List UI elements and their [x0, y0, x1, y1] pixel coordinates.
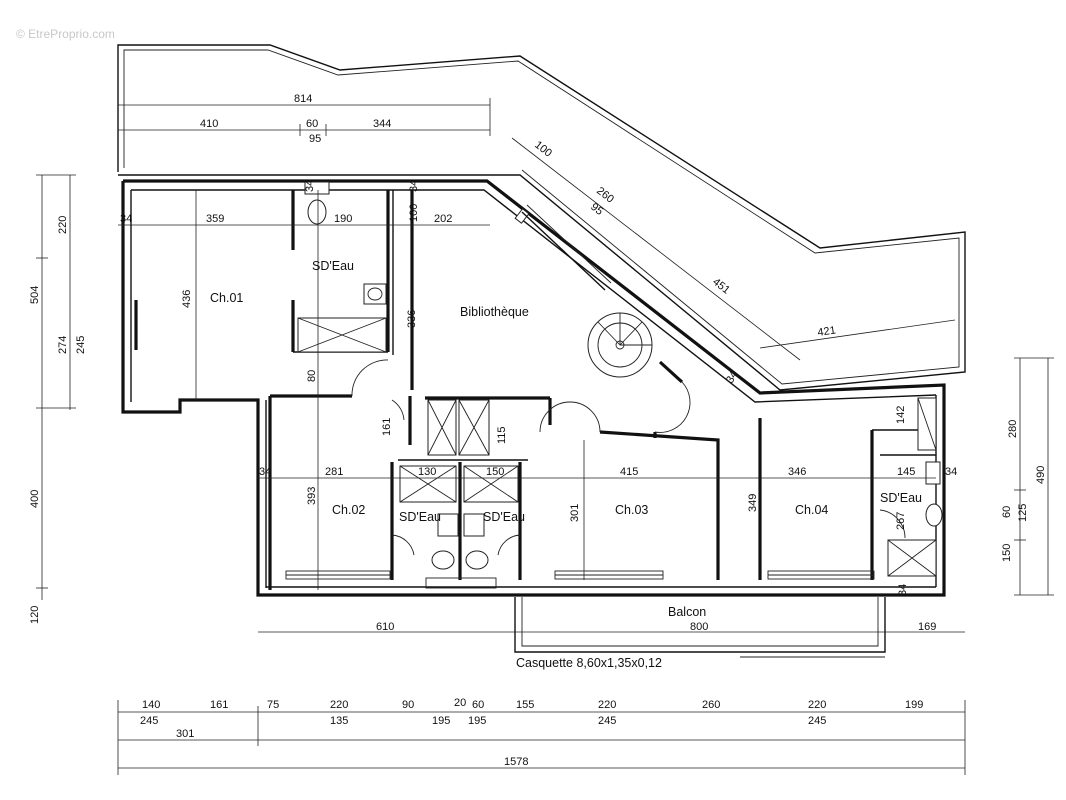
dim-100-v: 100: [408, 204, 420, 222]
dim-bottom-60: 60: [472, 699, 484, 711]
dim-bottom-195-b: 195: [468, 715, 486, 727]
dim-190: 190: [334, 213, 352, 225]
dim-top-60: 60: [306, 118, 318, 130]
room-label-ch02: Ch.02: [332, 503, 365, 517]
dim-bottom-1578: 1578: [504, 756, 528, 768]
balcony-dimensions: 610 800 169: [376, 621, 936, 633]
dim-bottom-245-a: 245: [140, 715, 158, 727]
dim-bottom-220-c: 220: [808, 699, 826, 711]
dim-bottom-220-b: 220: [598, 699, 616, 711]
dim-202: 202: [434, 213, 452, 225]
bottom-dimensions: 140 161 75 220 90 20 60 155 220 260 220 …: [140, 697, 923, 768]
dim-right-125: 125: [1017, 504, 1029, 522]
dim-142: 142: [895, 406, 907, 424]
dim-diag-421: 421: [817, 325, 837, 339]
doors: [351, 359, 906, 556]
dim-right-150: 150: [1001, 544, 1013, 562]
balcony: [514, 597, 886, 658]
dim-80: 80: [306, 370, 318, 382]
dim-right-60: 60: [1001, 506, 1013, 518]
interior-dimensions: 34 359 190 202 34 34 100 436 336 80 161 …: [120, 180, 957, 596]
dim-130: 130: [418, 466, 436, 478]
dim-right-490: 490: [1035, 466, 1047, 484]
room-labels: Ch.01 SD'Eau Bibliothèque Ch.02 SD'Eau S…: [210, 259, 922, 670]
dim-bottom-90: 90: [402, 699, 414, 711]
dim-34-a: 34: [120, 213, 132, 225]
dim-top-814: 814: [294, 93, 312, 105]
dim-left-400: 400: [29, 490, 41, 508]
room-label-sdeau-2: SD'Eau: [399, 510, 441, 524]
dim-336: 336: [406, 310, 418, 328]
dim-bottom-260: 260: [702, 699, 720, 711]
dim-161: 161: [381, 418, 393, 436]
dim-top-410: 410: [200, 118, 218, 130]
dim-top-95: 95: [309, 133, 321, 145]
dim-267: 267: [895, 512, 907, 530]
room-label-balcon: Balcon: [668, 605, 706, 619]
dim-balcon-610: 610: [376, 621, 394, 633]
dim-diag-95: 95: [588, 201, 605, 218]
dim-bottom-301: 301: [176, 728, 194, 740]
room-label-ch04: Ch.04: [795, 503, 828, 517]
room-label-ch01: Ch.01: [210, 291, 243, 305]
dim-393: 393: [306, 487, 318, 505]
dim-346: 346: [788, 466, 806, 478]
dim-bottom-245-b: 245: [598, 715, 616, 727]
dim-34-v2: 34: [408, 180, 420, 192]
room-label-ch03: Ch.03: [615, 503, 648, 517]
dim-bottom-161: 161: [210, 699, 228, 711]
dim-left-120: 120: [29, 606, 41, 624]
dim-34-c: 34: [945, 466, 957, 478]
dim-left-245: 245: [75, 336, 87, 354]
spiral-staircase: [587, 312, 653, 378]
dim-bottom-155: 155: [516, 699, 534, 711]
dim-34-v1: 34: [304, 180, 316, 192]
dim-left-504: 504: [29, 286, 41, 304]
dim-right-280: 280: [1007, 420, 1019, 438]
dim-bottom-199: 199: [905, 699, 923, 711]
windows: [285, 570, 875, 589]
exterior-walls: [121, 179, 946, 597]
room-label-sdeau-1: SD'Eau: [312, 259, 354, 273]
dim-bottom-135: 135: [330, 715, 348, 727]
dim-left-220: 220: [57, 216, 69, 234]
dim-436: 436: [181, 290, 193, 308]
dim-150: 150: [486, 466, 504, 478]
dim-balcon-169: 169: [918, 621, 936, 633]
dim-bottom-220-a: 220: [330, 699, 348, 711]
dim-bottom-140: 140: [142, 699, 160, 711]
bathroom-fixtures: [297, 181, 943, 577]
dim-115: 115: [496, 426, 508, 444]
dim-349: 349: [747, 494, 759, 512]
watermark: © EtreProprio.com: [16, 27, 115, 41]
dim-301: 301: [569, 504, 581, 522]
dim-left-274: 274: [57, 336, 69, 354]
dim-balcon-800: 800: [690, 621, 708, 633]
dimension-lines: [36, 98, 1054, 775]
dim-top-344: 344: [373, 118, 391, 130]
left-dimensions: 220 504 274 245 400 120: [29, 216, 87, 624]
dim-281: 281: [325, 466, 343, 478]
casquette-label: Casquette 8,60x1,35x0,12: [516, 656, 662, 670]
interior-walls: [134, 190, 936, 590]
dim-bottom-20: 20: [454, 697, 466, 709]
dim-bottom-245-c: 245: [808, 715, 826, 727]
room-label-sdeau-3: SD'Eau: [483, 510, 525, 524]
dim-34-d: 34: [897, 584, 909, 596]
terrace-outline: [117, 44, 966, 391]
dim-bottom-195-a: 195: [432, 715, 450, 727]
room-label-bibliotheque: Bibliothèque: [460, 305, 529, 319]
top-dimensions: 814 410 60 344 95: [200, 93, 391, 145]
dim-34-b: 34: [259, 466, 271, 478]
dim-145: 145: [897, 466, 915, 478]
dim-415: 415: [620, 466, 638, 478]
room-label-sdeau-4: SD'Eau: [880, 491, 922, 505]
dim-34-diag: 34: [724, 369, 740, 385]
dim-359: 359: [206, 213, 224, 225]
dim-bottom-75: 75: [267, 699, 279, 711]
right-dimensions: 280 490 60 125 150: [1001, 420, 1047, 562]
